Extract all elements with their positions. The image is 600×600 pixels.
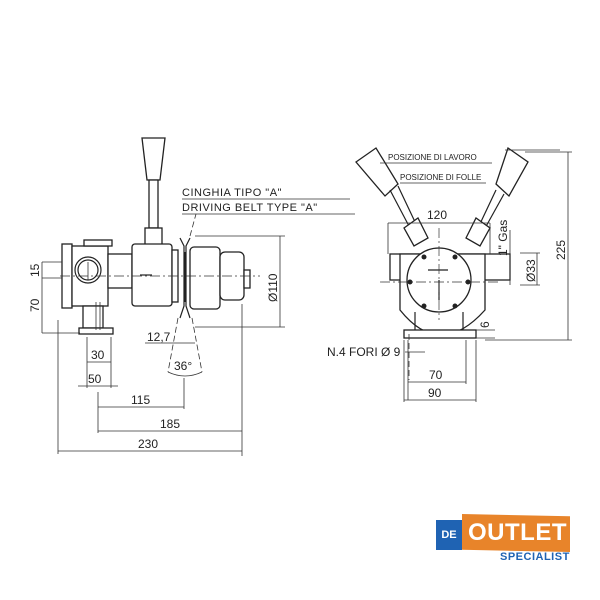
belt-note-en: DRIVING BELT TYPE "A": [182, 202, 318, 214]
logo-outlet-wordmark: OUTLET: [462, 514, 570, 552]
horizontal-dimensions-side: 30 50 115 185 230: [57, 304, 243, 456]
pulley-side: [60, 213, 260, 319]
pump-body-side: [61, 239, 179, 335]
lever-left-front: [355, 147, 429, 247]
belt-note-it: CINGHIA TIPO "A": [182, 187, 282, 199]
dim-230-label: 230: [138, 437, 158, 451]
dim-120-label: 120: [427, 208, 447, 222]
front-view: POSIZIONE DI LAVORO POSIZIONE DI FOLLE 1…: [327, 146, 572, 402]
pulley-diameter-label: Ø110: [266, 273, 280, 302]
lever-right-front: [465, 146, 529, 247]
dim-90-label: 90: [428, 386, 442, 400]
dim-33-label: Ø33: [524, 259, 538, 282]
lever-handle-side: [141, 137, 166, 247]
side-view: CINGHIA TIPO "A" DRIVING BELT TYPE "A" Ø…: [28, 137, 355, 456]
mount-holes-label: N.4 FORI Ø 9: [327, 345, 401, 359]
angle-36-label: 36°: [174, 359, 192, 373]
dim-15-label: 15: [28, 263, 42, 277]
position-work-label: POSIZIONE DI LAVORO: [388, 153, 477, 162]
dim-225-label: 225: [554, 240, 568, 260]
dim-70-front-label: 70: [429, 368, 443, 382]
dim-70-side-label: 70: [28, 298, 42, 312]
dim-50-label: 50: [88, 372, 102, 386]
position-idle-label: POSIZIONE DI FOLLE: [400, 173, 481, 182]
logo-specialist-text: SPECIALIST: [500, 551, 570, 563]
dim-115-label: 115: [131, 393, 150, 407]
port-size-label: 1" Gas: [496, 220, 510, 256]
logo-de-badge: DE: [436, 520, 462, 550]
dim-30-label: 30: [91, 348, 105, 362]
dim-12-7-label: 12,7: [147, 330, 171, 344]
brand-logo: DE OUTLET SPECIALIST: [436, 514, 580, 566]
dim-185-label: 185: [160, 417, 180, 431]
dim-6-label: 6: [478, 321, 492, 328]
